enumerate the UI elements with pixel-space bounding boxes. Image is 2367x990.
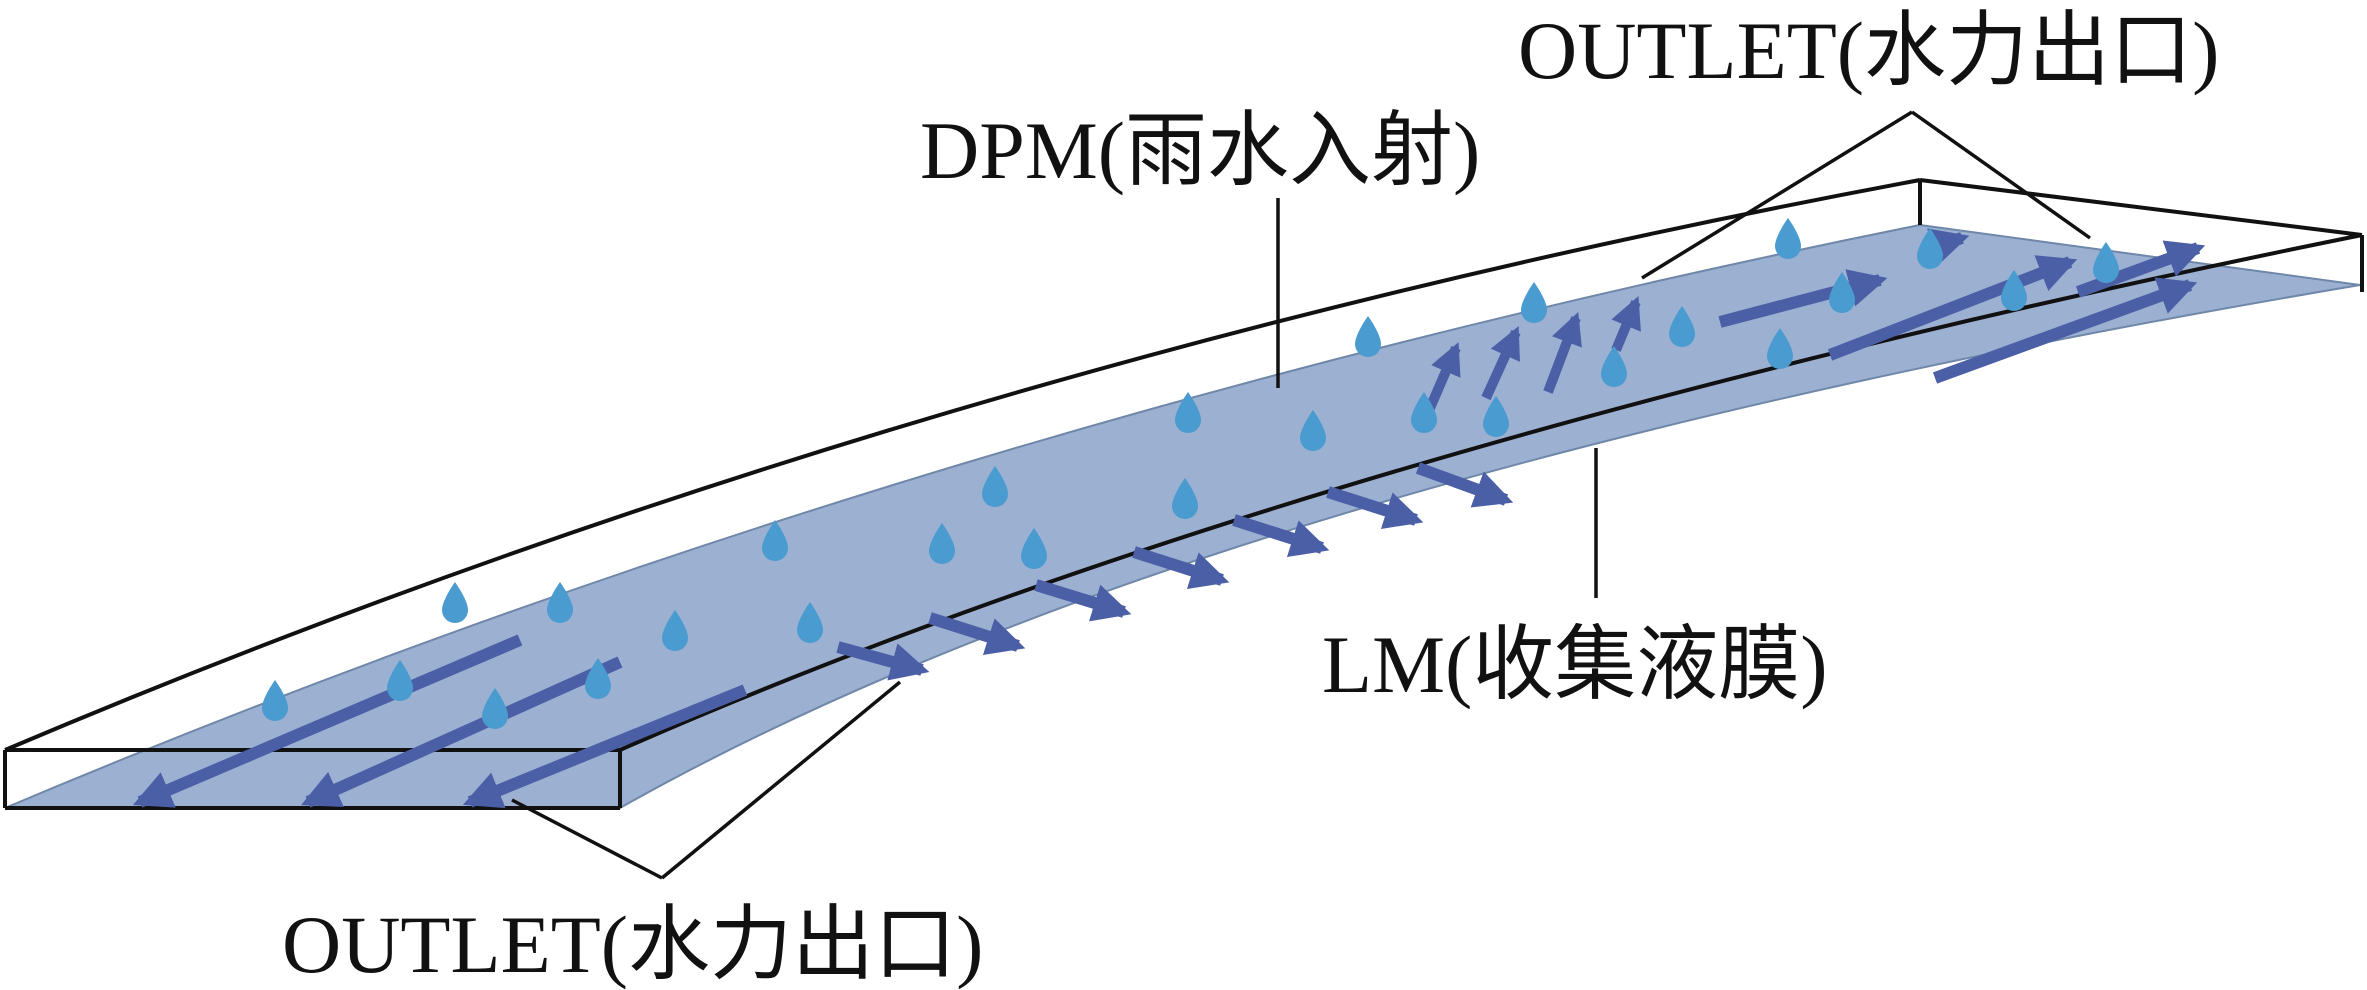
raindrop-icon (1917, 228, 1943, 269)
leader-line-outlet-bottom-right (660, 680, 902, 880)
raindrop-icon (1175, 392, 1201, 433)
flow-arrow-icon (462, 684, 748, 809)
leader-line-outlet-top-left (1641, 110, 1913, 280)
flow-arrow-icon (1425, 342, 1461, 410)
raindrop-icon (1601, 346, 1627, 387)
dpm-label: DPM(雨水入射) (920, 105, 1480, 196)
flow-arrow-icon (1932, 277, 2198, 384)
raindrop-icon (585, 658, 611, 699)
raindrop-icon (1411, 392, 1437, 433)
raindrop-icon (442, 582, 468, 623)
raindrop-icon (1021, 528, 1047, 569)
flow-arrow-icon (2075, 240, 2206, 298)
flow-arrow-icon (1543, 312, 1582, 394)
channel-outline (3, 178, 2364, 810)
lm-label: LM(收集液膜) (1322, 619, 1828, 710)
raindrop-icon (1829, 272, 1855, 313)
flow-arrow-icon (300, 656, 623, 808)
raindrop-icon (262, 680, 288, 721)
raindrop-icon (2001, 270, 2027, 311)
flow-arrow-icon (1415, 462, 1514, 508)
flow-arrow-icon (1034, 579, 1132, 622)
raindrops (262, 218, 2119, 729)
outlet-top-label: OUTLET(水力出口) (1518, 5, 2219, 96)
raindrop-icon (482, 688, 508, 729)
raindrop-icon (547, 582, 573, 623)
leader-line-outlet-top-right (1910, 110, 2092, 240)
raindrop-icon (982, 466, 1008, 507)
raindrop-icon (1300, 410, 1326, 451)
leader-line-outlet-bottom-left (511, 798, 663, 880)
raindrop-icon (1767, 328, 1793, 369)
leader-lines (511, 110, 2092, 880)
flow-arrow-icon (1132, 546, 1230, 589)
raindrop-icon (929, 523, 955, 564)
flow-arrow-icon (1481, 326, 1521, 401)
raindrop-icon (2093, 242, 2119, 283)
flow-arrow-icon (836, 641, 930, 681)
raindrop-icon (762, 520, 788, 561)
raindrop-icon (662, 610, 688, 651)
outlet-bottom-label: OUTLET(水力出口) (282, 899, 983, 990)
raindrop-icon (1775, 218, 1801, 259)
raindrop-icon (387, 660, 413, 701)
flow-arrow-icon (132, 634, 523, 808)
raindrop-icon (1521, 282, 1547, 323)
raindrop-icon (1483, 396, 1509, 437)
raindrop-icon (1172, 478, 1198, 519)
flow-arrow-icon (1718, 269, 1888, 328)
flow-arrow-icon (1611, 296, 1641, 352)
flow-arrow-icon (1232, 514, 1330, 557)
raindrop-icon (1355, 316, 1381, 357)
flow-arrow-icon (1827, 255, 2078, 361)
flow-arrow-icon (1326, 486, 1424, 529)
flow-arrows (132, 228, 2206, 809)
raindrop-icon (797, 602, 823, 643)
flow-arrow-icon (928, 612, 1026, 655)
raindrop-icon (1669, 306, 1695, 347)
